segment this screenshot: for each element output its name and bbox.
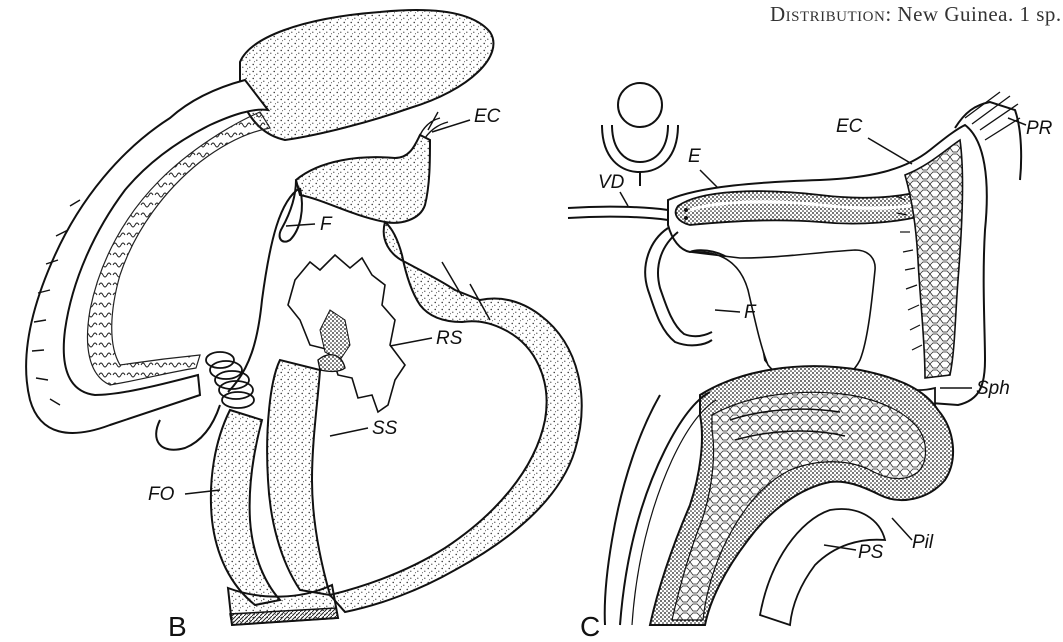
figure-b-label-f: F bbox=[320, 214, 333, 235]
figure-c-label-vd: VD bbox=[598, 172, 625, 193]
figure-b-label-ss: SS bbox=[372, 418, 398, 439]
figure-c-label-sph: Sph bbox=[976, 378, 1010, 399]
figure-c-label-ps: PS bbox=[858, 542, 884, 563]
figure-c-label-ec: EC bbox=[836, 116, 863, 137]
figure-c-label-e: E bbox=[688, 146, 701, 167]
figure-c-drawing bbox=[568, 83, 1026, 625]
figure-c-panel-label: C bbox=[580, 611, 600, 642]
figure-b-panel-label: B bbox=[168, 611, 187, 642]
figure-b-label-rs: RS bbox=[436, 328, 463, 349]
figure-b-label-fo: FO bbox=[148, 484, 175, 505]
figure-c-label-pil: Pil bbox=[912, 532, 934, 553]
figure-c-label-pr: PR bbox=[1026, 118, 1053, 139]
figure-c-label-f: F bbox=[744, 302, 757, 323]
figure-b-drawing bbox=[26, 10, 581, 625]
figure-b-label-ec: EC bbox=[474, 106, 501, 127]
